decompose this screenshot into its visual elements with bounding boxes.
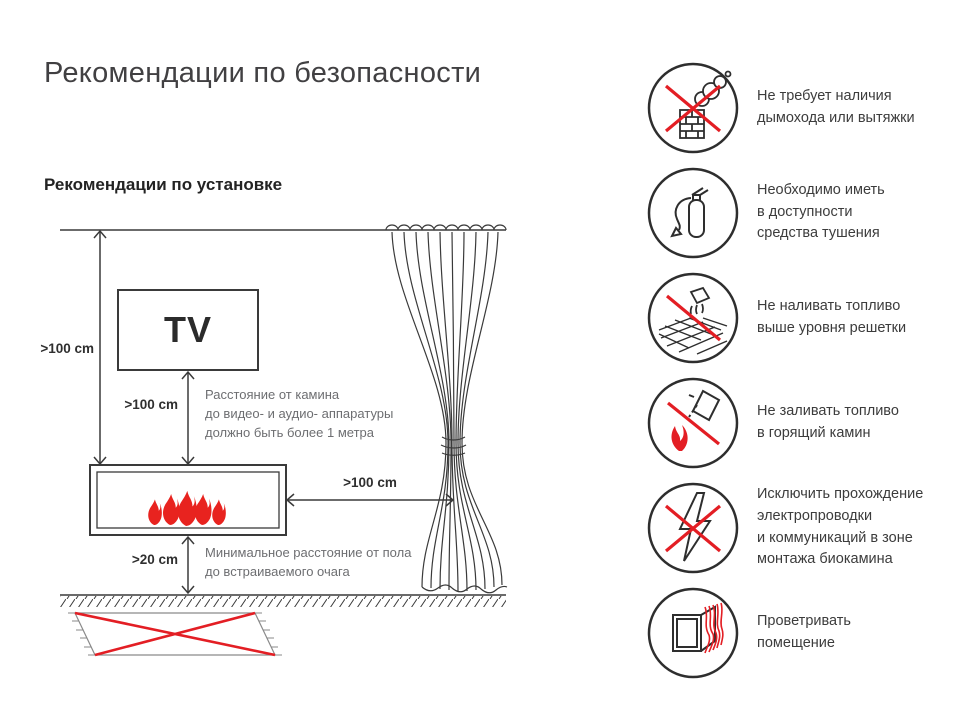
- carpet: [68, 611, 282, 657]
- list-item: Не наливать топливо выше уровня решетки: [645, 265, 965, 370]
- flames-icon: [148, 490, 226, 526]
- dimension-lines: [60, 229, 506, 596]
- dim-label-floor-to-fireplace: >20 cm: [131, 552, 178, 567]
- list-item: Исключить прохождение электропроводки и …: [645, 475, 965, 580]
- safety-caption: Не наливать топливо выше уровня решетки: [757, 297, 907, 336]
- prohibition-cross: [74, 611, 276, 657]
- list-item: Необходимо иметь в доступности средства …: [645, 160, 965, 265]
- extinguisher-icon: [645, 165, 741, 261]
- dim-label-fireplace-to-curtain: >100 cm: [343, 475, 397, 490]
- fireplace: [89, 464, 287, 536]
- tv-box: [117, 289, 259, 371]
- installation-diagram: TV >100 cm >100 cm >100 cm >20 cm Рассто…: [30, 215, 650, 685]
- curtain: [385, 224, 508, 594]
- safety-caption: Необходимо иметь в доступности средства …: [757, 181, 885, 242]
- safety-caption: Исключить прохождение электропроводки и …: [757, 486, 924, 568]
- safety-caption: Не требует наличия дымохода или вытяжки: [757, 87, 915, 126]
- no-pour-burning-icon: [645, 375, 741, 471]
- list-item: Проветривать помещение: [645, 580, 965, 685]
- list-item: Не заливать топливо в горящий камин: [645, 370, 965, 475]
- tv-label: TV: [163, 309, 212, 350]
- carpet-fringe: [68, 612, 282, 656]
- page-title: Рекомендации по безопасности: [44, 57, 482, 89]
- dim-label-tv-to-fireplace: >100 cm: [124, 397, 178, 412]
- note-floor-distance: Минимальное расстояние от пола до встраи…: [205, 545, 412, 579]
- curtain-tie: [440, 436, 467, 456]
- note-tv-distance: Расстояние от камина до видео- и аудио- …: [205, 387, 394, 440]
- safety-caption: Не заливать топливо в горящий камин: [757, 402, 899, 441]
- dim-label-wall-to-fireplace: >100 cm: [40, 341, 94, 356]
- no-chimney-icon: [645, 60, 741, 156]
- ventilate-icon: [645, 585, 741, 681]
- installation-section-title: Рекомендации по установке: [44, 175, 283, 194]
- no-wiring-icon: [645, 480, 741, 576]
- list-item: Не требует наличия дымохода или вытяжки: [645, 55, 965, 160]
- safety-list: Не требует наличия дымохода или вытяжки …: [645, 55, 965, 685]
- floor-hatching: [60, 596, 506, 607]
- installation-diagram-art: [60, 224, 508, 657]
- no-overfill-icon: [645, 270, 741, 366]
- safety-caption: Проветривать помещение: [757, 612, 851, 651]
